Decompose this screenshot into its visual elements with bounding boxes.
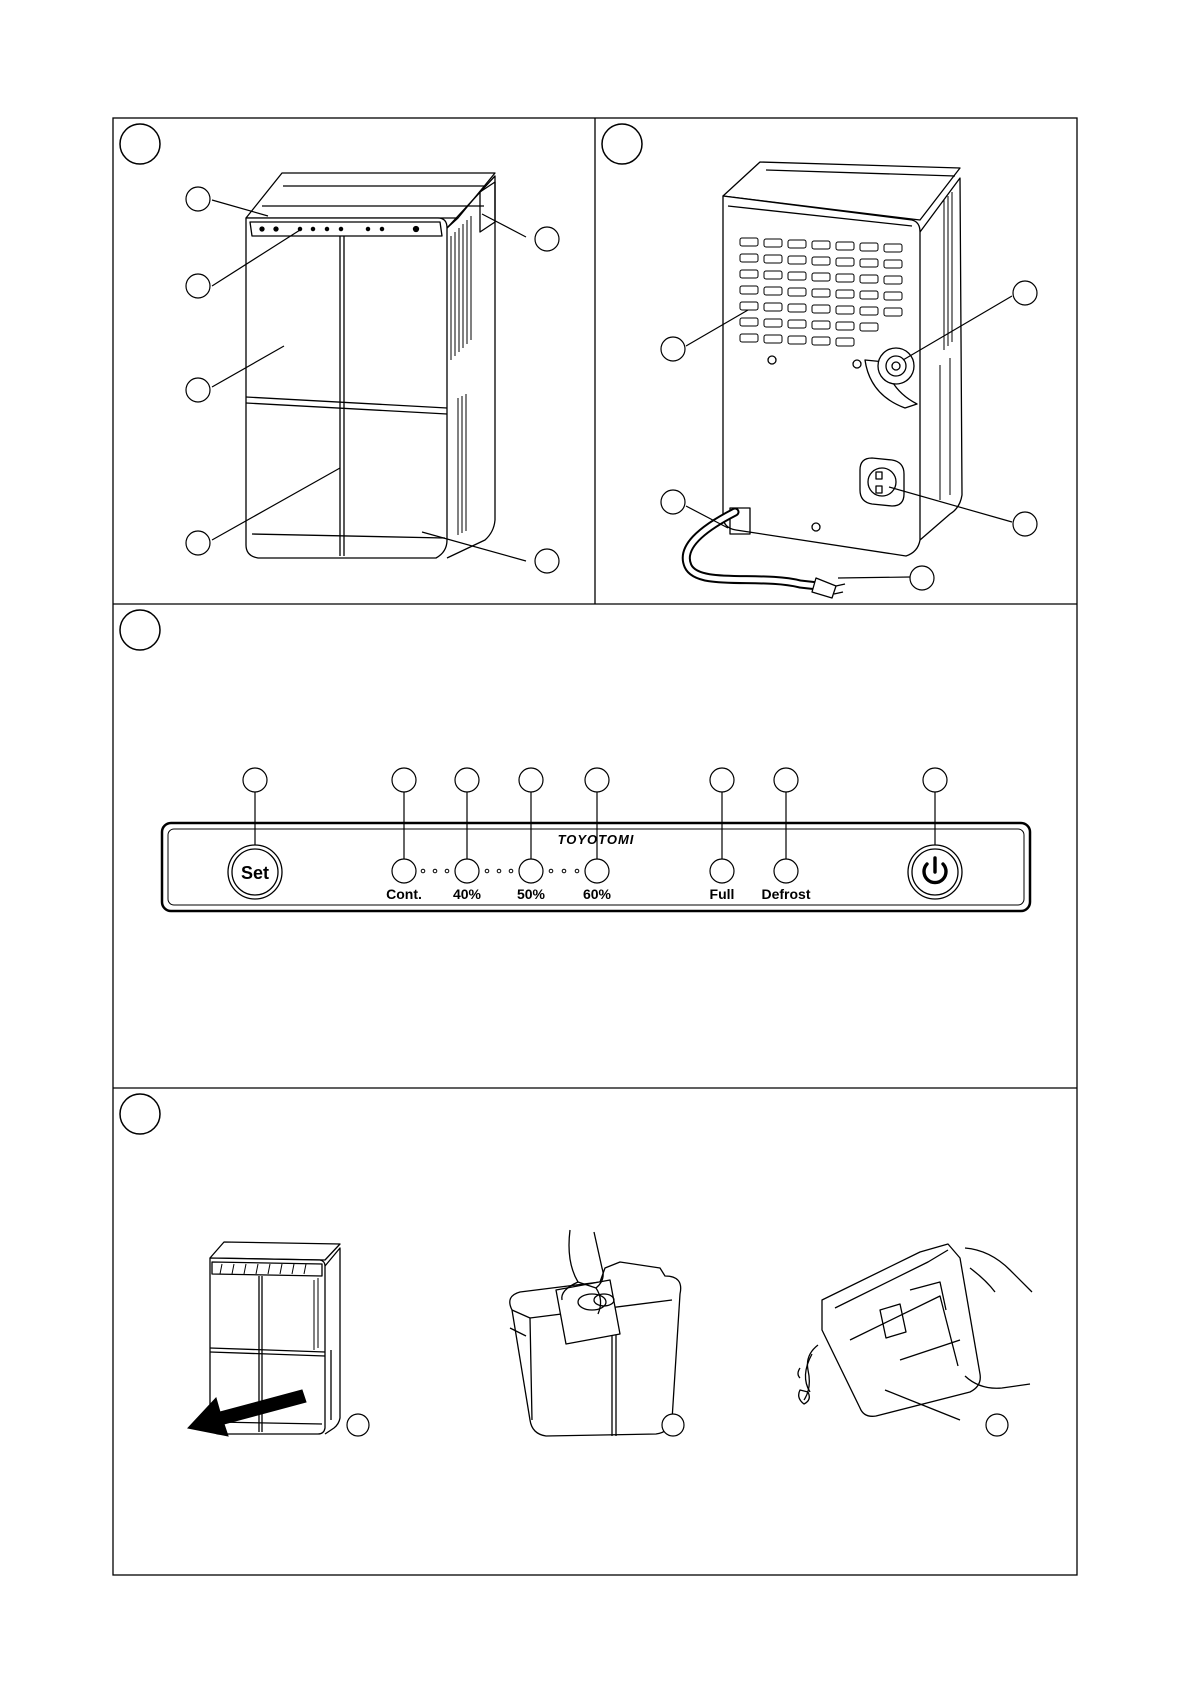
step-tank-handle-illustration xyxy=(510,1230,681,1436)
label-cont: Cont. xyxy=(386,886,422,902)
label-40: 40% xyxy=(453,886,482,902)
brand-logo: TOYOTOMI xyxy=(558,832,635,847)
step-callouts xyxy=(347,1414,1008,1436)
panel-callouts xyxy=(243,768,947,792)
section-marker-b xyxy=(602,124,642,164)
callout-circle xyxy=(923,768,947,792)
label-full: Full xyxy=(710,886,735,902)
section-marker-d xyxy=(120,1094,160,1134)
callout-circle xyxy=(661,337,685,361)
callout-circle xyxy=(535,227,559,251)
indicator-60 xyxy=(585,859,609,883)
callout-circle xyxy=(1013,512,1037,536)
callout-circle xyxy=(535,549,559,573)
callout-circle xyxy=(1013,281,1037,305)
set-button-label: Set xyxy=(241,863,269,883)
callout-circle xyxy=(392,768,416,792)
callout-circle xyxy=(519,768,543,792)
callout-circle xyxy=(910,566,934,590)
section-marker-a xyxy=(120,124,160,164)
callout-circle xyxy=(986,1414,1008,1436)
label-defrost: Defrost xyxy=(761,886,810,902)
callout-circle xyxy=(186,187,210,211)
callout-circle xyxy=(186,531,210,555)
step-empty-tank-illustration xyxy=(798,1244,1032,1420)
indicator-full xyxy=(710,859,734,883)
indicator-defrost xyxy=(774,859,798,883)
label-50: 50% xyxy=(517,886,546,902)
control-panel: TOYOTOMI Set Cont. 40% 50% 60% Full Defr xyxy=(162,768,1030,911)
callout-circle xyxy=(774,768,798,792)
indicator-cont xyxy=(392,859,416,883)
callout-circle xyxy=(662,1414,684,1436)
callout-circle xyxy=(661,490,685,514)
callout-circle xyxy=(585,768,609,792)
section-marker-c xyxy=(120,610,160,650)
indicator-40 xyxy=(455,859,479,883)
power-button[interactable] xyxy=(908,845,962,899)
callout-circle xyxy=(347,1414,369,1436)
callout-circle xyxy=(243,768,267,792)
callout-circle xyxy=(186,378,210,402)
callout-circle xyxy=(455,768,479,792)
callout-circle xyxy=(186,274,210,298)
drain-outlet xyxy=(878,348,914,384)
indicator-50 xyxy=(519,859,543,883)
rear-view-illustration xyxy=(686,162,962,598)
label-60: 60% xyxy=(583,886,612,902)
set-button[interactable]: Set xyxy=(228,845,282,899)
callout-circle xyxy=(710,768,734,792)
